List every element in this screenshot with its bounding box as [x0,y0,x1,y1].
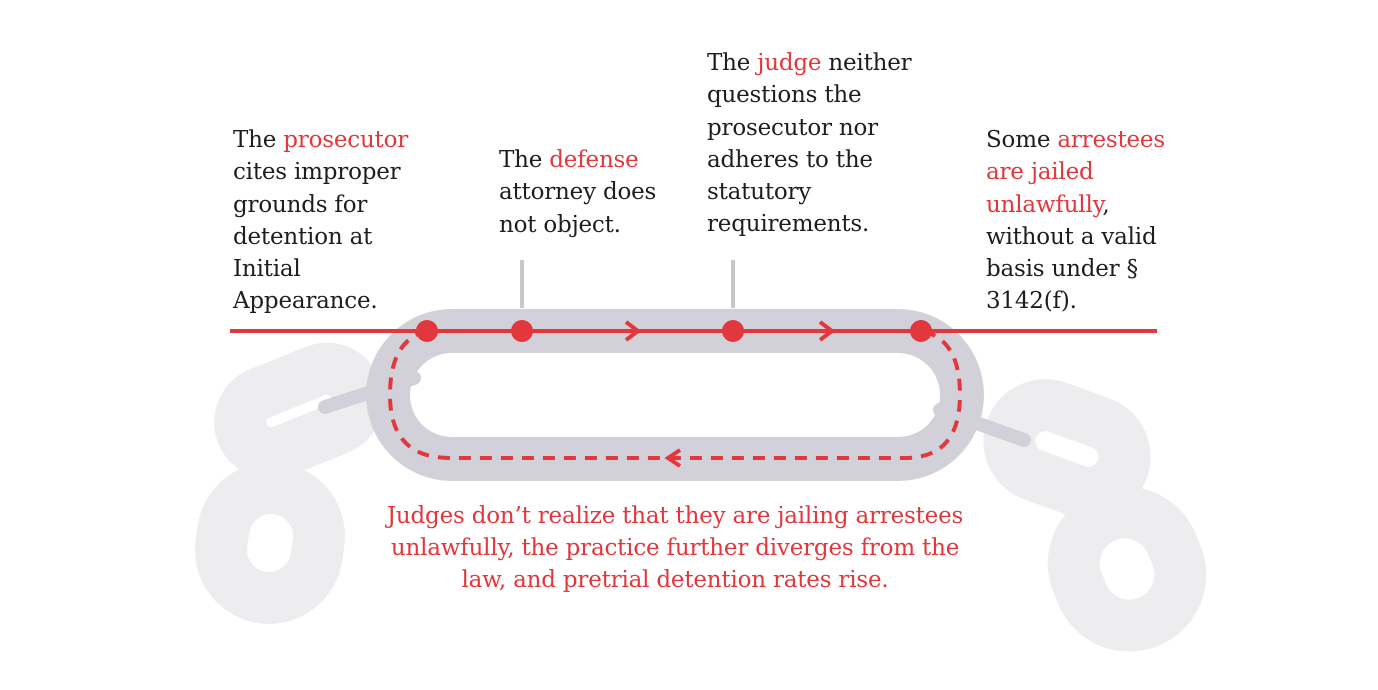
step-prosecutor-text: cites improper grounds for detention at … [233,159,401,315]
chain-link [366,309,984,481]
feedback-loop-dashed [387,329,963,460]
step-defense-prefix: The [499,147,550,173]
step-judge-text: neither questions the prosecutor nor adh… [707,50,912,238]
step-judge-label: The judge neither questions the prosecut… [707,47,922,241]
step-prosecutor-prefix: The [233,127,284,153]
node-judge [722,320,744,342]
node-defense [511,320,533,342]
loop-arrowhead-left [664,448,682,468]
step-judge-role: judge [757,50,822,76]
step-prosecutor-label: The prosecutor cites improper grounds fo… [233,124,433,318]
step-outcome-text: , without a valid basis under § 3142(f). [986,191,1157,315]
node-outcome [910,320,932,342]
step-judge-prefix: The [707,50,758,76]
arrowhead-1 [624,320,642,342]
feedback-caption: Judges don’t realize that they are jaili… [386,503,964,593]
step-outcome-role: arrestees are jailed unlawfully [986,127,1165,218]
faded-chain-left [195,342,384,624]
step-defense-label: The defense attorney does not object. [499,144,689,241]
faded-chain-right [983,379,1207,652]
node-prosecutor [416,320,438,342]
step-outcome-prefix: Some [986,127,1058,153]
step-prosecutor-role: prosecutor [283,127,409,153]
arrowhead-2 [818,320,836,342]
step-defense-text: attorney does not object. [499,179,657,238]
step-outcome-label: Some arrestees are jailed unlawfully, wi… [986,124,1176,318]
step-defense-role: defense [549,147,639,173]
